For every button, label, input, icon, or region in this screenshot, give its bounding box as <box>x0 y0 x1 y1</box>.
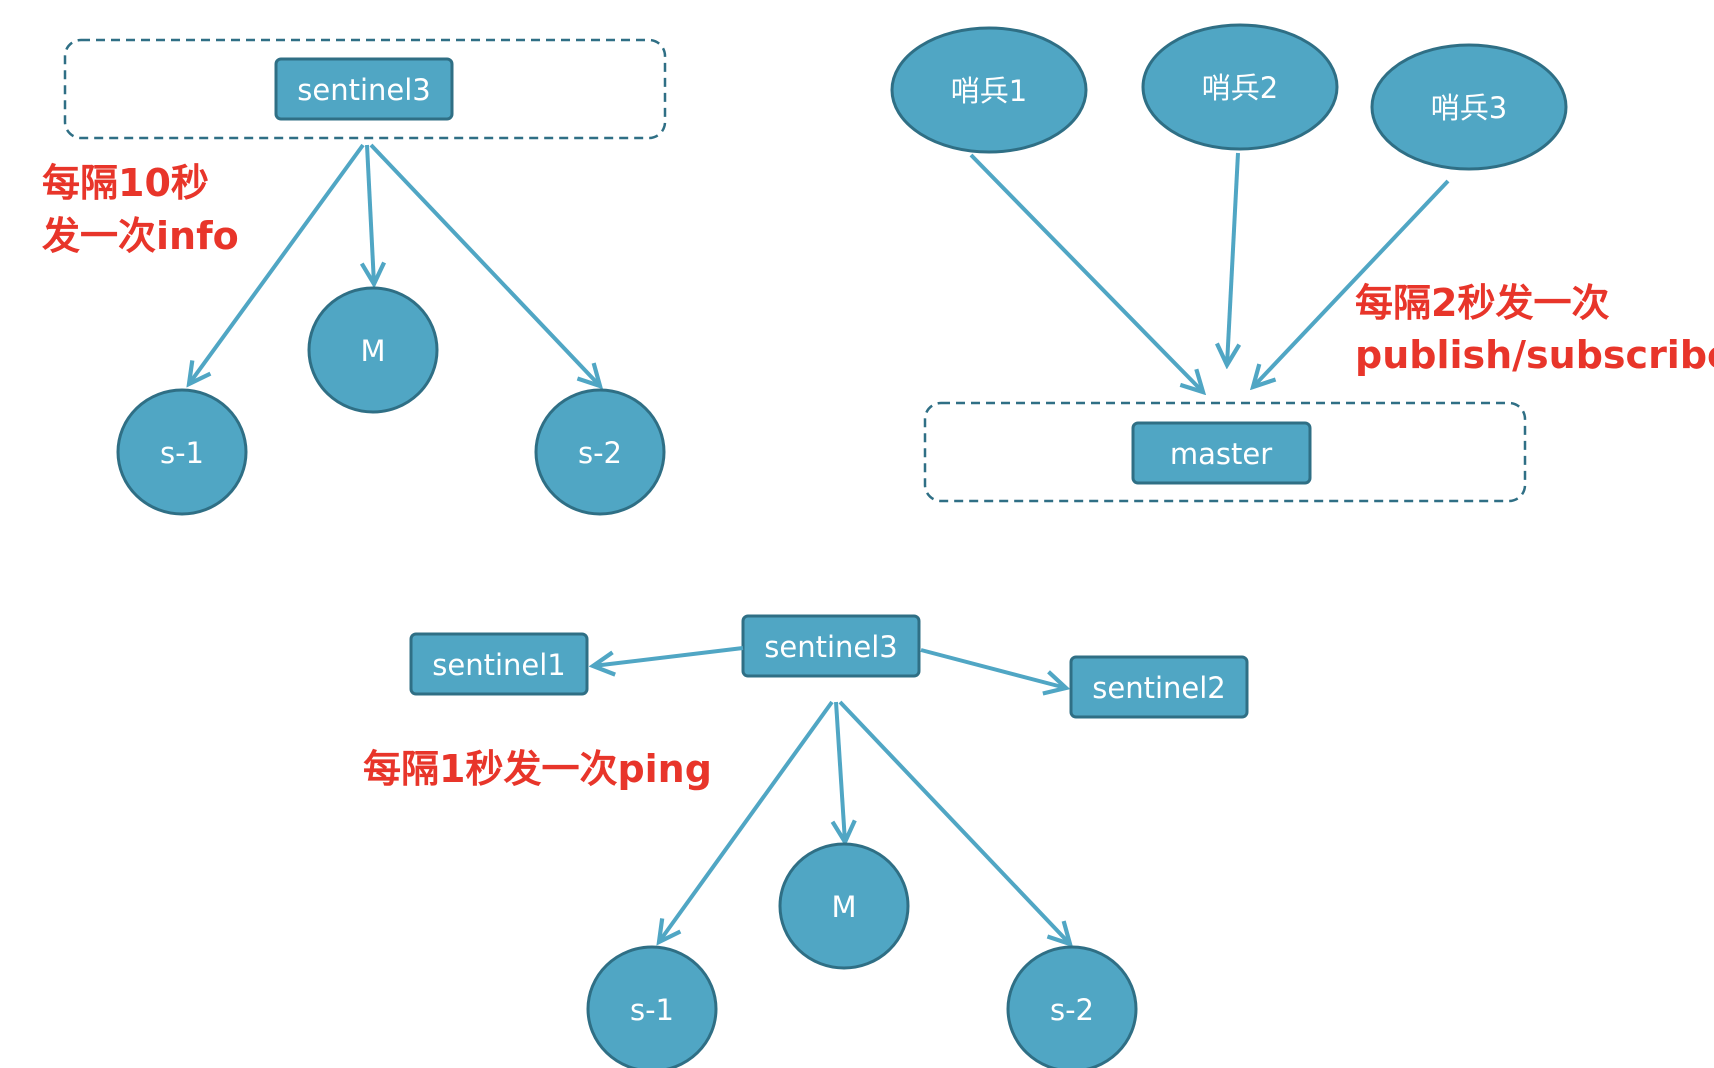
annotation-info-line2: 发一次info <box>42 214 239 258</box>
sentinel2-label: sentinel2 <box>1092 671 1226 705</box>
master-target-node <box>1131 421 1312 485</box>
sentinel3-label: sentinel3 <box>297 73 431 107</box>
master-group-box <box>923 401 1527 503</box>
slave2-label: s-2 <box>578 436 622 470</box>
edge-sentinel3-to-sentinel1 <box>593 646 744 666</box>
sentinel-a-node <box>890 26 1088 154</box>
ping-master-node <box>778 842 910 970</box>
slave1-label: s-1 <box>160 436 204 470</box>
annotation-ping: 每隔1秒发一次ping <box>363 747 712 791</box>
ping-sentinel3-node <box>741 614 921 678</box>
master-target-label: master <box>1170 437 1272 471</box>
sentinel-b-node <box>1141 23 1339 151</box>
edge-ping-to-s1 <box>659 700 834 942</box>
annotation-pubsub-line1: 每隔2秒发一次 <box>1355 281 1609 325</box>
slave2-node <box>534 388 666 516</box>
edge-sentinel-b-to-master <box>1227 152 1238 365</box>
panel-info: sentinel3 M s-1 s-2 每隔10秒 发一次info <box>42 38 667 516</box>
edge-sentinel3-to-master <box>367 144 374 284</box>
edge-sentinel3-to-sentinel2 <box>920 648 1066 688</box>
annotation-info-line1: 每隔10秒 <box>42 161 209 205</box>
sentinel3-node <box>274 57 454 121</box>
edge-sentinel3-to-s1 <box>189 143 365 384</box>
master-label: M <box>360 334 385 368</box>
sentinel-c-label: 哨兵3 <box>1431 91 1507 125</box>
sentinel1-label: sentinel1 <box>432 648 566 682</box>
annotation-pubsub-line2: publish/subscribe <box>1355 333 1714 377</box>
sentinel-a-label: 哨兵1 <box>951 74 1027 108</box>
edge-sentinel3-to-s2 <box>369 143 600 386</box>
sentinel-b-label: 哨兵2 <box>1202 71 1278 105</box>
edge-ping-to-s2 <box>838 700 1070 944</box>
edge-sentinel-a-to-master <box>969 153 1203 392</box>
ping-slave2-node <box>1006 945 1138 1068</box>
sentinel1-node <box>409 632 589 696</box>
ping-slave1-label: s-1 <box>630 993 674 1027</box>
ping-sentinel3-label: sentinel3 <box>764 630 898 664</box>
ping-slave2-label: s-2 <box>1050 993 1094 1027</box>
sentinel2-node <box>1069 655 1249 719</box>
edge-ping-to-master <box>836 701 845 842</box>
sentinel-c-node <box>1370 43 1568 171</box>
ping-master-label: M <box>831 890 856 924</box>
slave1-node <box>116 388 248 516</box>
ping-slave1-node <box>586 945 718 1068</box>
master-node <box>307 286 439 414</box>
sentinel3-group-box <box>63 38 667 140</box>
edge-sentinel-c-to-master <box>1253 179 1450 387</box>
panel-ping: sentinel3 sentinel1 sentinel2 M s-1 s-2 … <box>363 614 1249 1068</box>
panel-pubsub: 哨兵1 哨兵2 哨兵3 master 每隔2秒发一次 publish/subsc… <box>890 23 1714 503</box>
